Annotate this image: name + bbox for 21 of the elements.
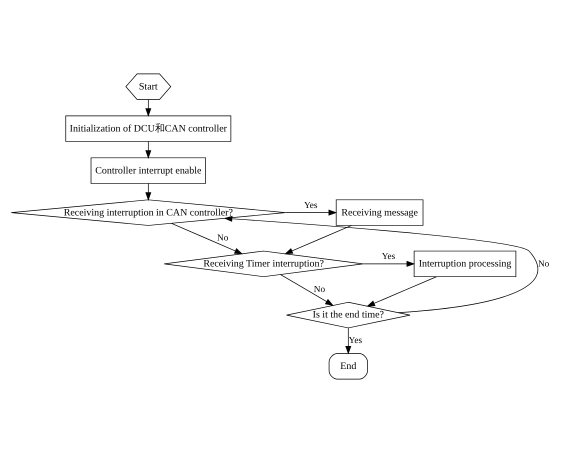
node-box: End xyxy=(328,353,368,380)
edge-label: No xyxy=(538,259,550,270)
node-box: Controller interrupt enable xyxy=(90,157,206,184)
edge-label: Yes xyxy=(304,200,318,211)
arrow xyxy=(224,216,538,313)
arrow xyxy=(285,210,338,216)
node-box: Interruption processing xyxy=(414,250,516,278)
node-diamond: Receiving Timer interruption? xyxy=(164,250,364,278)
edge-label: Yes xyxy=(382,252,396,262)
node-box: Initialization of DCU和CAN controller xyxy=(65,115,232,142)
edge-label: No xyxy=(314,284,326,295)
edge-label: Yes xyxy=(348,336,362,346)
arrow xyxy=(280,274,334,306)
node-box: Receiving message xyxy=(336,199,424,226)
edge-label: No xyxy=(217,234,228,244)
arrow xyxy=(345,328,352,355)
arrow xyxy=(366,276,437,307)
arrow xyxy=(362,260,416,267)
node-diamond: Receiving interruption in CAN controller? xyxy=(10,199,286,226)
arrow xyxy=(171,222,243,254)
arrow xyxy=(284,225,352,254)
